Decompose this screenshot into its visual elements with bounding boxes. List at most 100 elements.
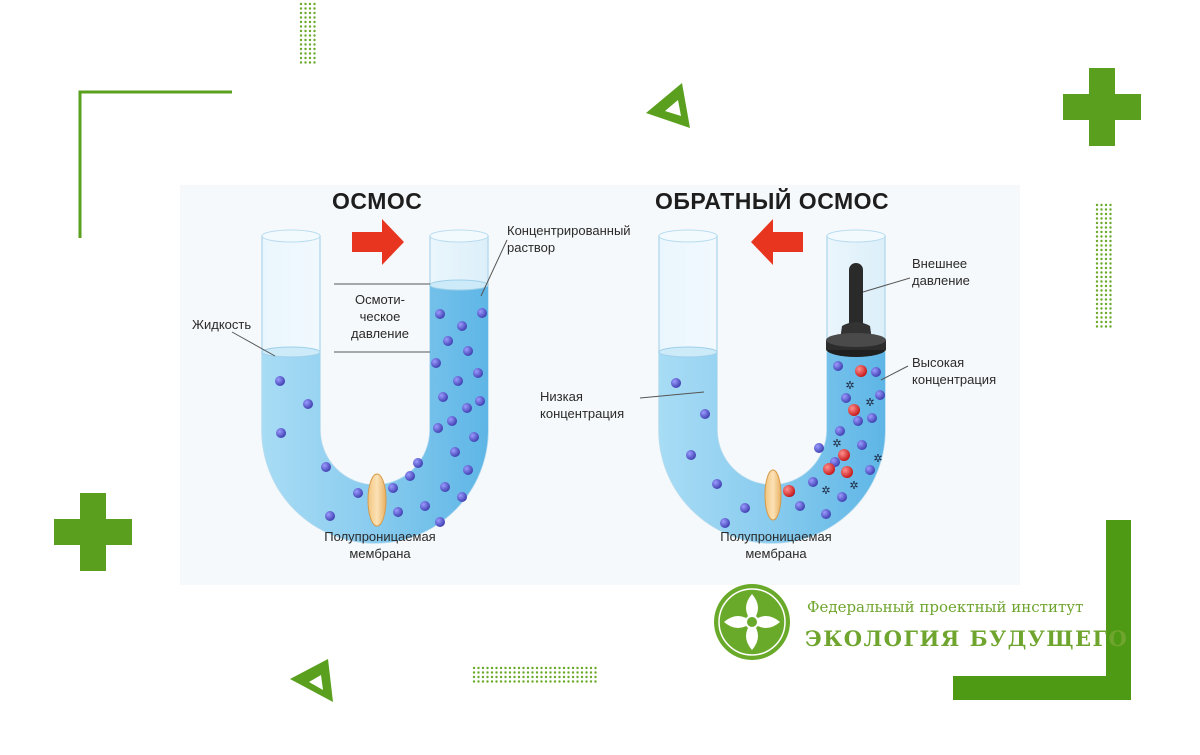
grid-dot: [522, 666, 525, 670]
leader-concentrated: [480, 239, 508, 297]
grid-dot: [1100, 316, 1103, 319]
grid-dot: [562, 675, 566, 679]
grid-dot: [1104, 253, 1108, 256]
grid-dot: [299, 43, 303, 46]
grid-dot: [580, 666, 584, 670]
grid-dot: [495, 680, 498, 683]
grid-dot: [308, 29, 312, 33]
grid-dot: [1109, 275, 1112, 279]
solvent-particle: [405, 471, 415, 481]
grid-dot: [1109, 212, 1112, 216]
solvent-particle: [463, 465, 473, 475]
grid-dot: [1100, 284, 1103, 288]
grid-dot: [1100, 311, 1103, 315]
grid-dot: [1104, 280, 1108, 283]
label-membrane-left-line2: мембрана: [349, 546, 411, 561]
grid-dot: [313, 16, 316, 19]
grid-dot: [504, 671, 507, 674]
grid-dot: [589, 680, 593, 683]
grid-dot: [472, 666, 476, 670]
grid-dot: [1109, 298, 1112, 301]
grid-dot: [1095, 316, 1099, 319]
grid-dot: [1104, 271, 1108, 274]
grid-dot: [481, 680, 485, 683]
grid-dot: [1100, 230, 1103, 234]
grid-dot: [513, 666, 516, 670]
label-osmotic-line2: ческое: [359, 309, 401, 324]
solvent-particle: [321, 462, 331, 472]
grid-dot: [571, 671, 575, 674]
particles-reverse: ✲✲✲✲✲✲: [671, 361, 885, 528]
solvent-particle: [435, 517, 445, 527]
grid-dot: [508, 680, 512, 683]
grid-dot: [1104, 307, 1108, 310]
grid-dot: [299, 25, 303, 28]
grid-dot: [499, 666, 503, 670]
grid-dot: [304, 52, 307, 55]
grid-dot: [535, 675, 539, 679]
solvent-particle: [413, 458, 423, 468]
grid-dot: [1095, 235, 1099, 238]
grid-dot: [1109, 293, 1112, 297]
salt-ion-icon: ✲: [849, 480, 858, 492]
solvent-particle: [833, 361, 843, 371]
solvent-particle: [871, 367, 881, 377]
leader-low-concentration: [639, 391, 705, 399]
grid-dot: [1100, 262, 1103, 265]
grid-dot: [1100, 325, 1103, 328]
solvent-particle: [867, 413, 877, 423]
grid-dot: [1104, 221, 1108, 225]
solvent-particle: [420, 501, 430, 511]
grid-dot: [304, 20, 307, 24]
grid-dot: [1104, 302, 1108, 306]
grid-dot: [486, 680, 489, 683]
grid-dot: [544, 671, 548, 674]
dot-grid-bottom: [472, 666, 597, 683]
solvent-particle: [443, 336, 453, 346]
grid-dot: [1104, 244, 1108, 247]
grid-dot: [531, 666, 534, 670]
grid-dot: [553, 666, 557, 670]
salt-ion-icon: ✲: [845, 380, 854, 392]
grid-dot: [299, 34, 303, 37]
grid-dot: [1104, 248, 1108, 252]
particles-osmosis: [275, 308, 487, 527]
solvent-particle: [431, 358, 441, 368]
grid-dot: [504, 666, 507, 670]
solvent-particle: [353, 488, 363, 498]
grid-dot: [580, 675, 584, 679]
grid-dot: [308, 20, 312, 24]
solvent-particle: [712, 479, 722, 489]
grid-dot: [1095, 262, 1099, 265]
grid-dot: [1104, 311, 1108, 315]
grid-dot: [304, 11, 307, 15]
grid-dot: [1104, 262, 1108, 265]
grid-dot: [1109, 280, 1112, 283]
dot-grid-top: [299, 2, 316, 64]
label-membrane-left-line1: Полупроницаемая: [324, 529, 436, 544]
osmosis-title: ОСМОС: [332, 188, 423, 214]
grid-dot: [594, 675, 597, 679]
solvent-particle: [457, 492, 467, 502]
grid-dot: [1095, 212, 1099, 216]
grid-dot: [1100, 302, 1103, 306]
grid-dot: [540, 671, 543, 674]
grid-dot: [1095, 208, 1099, 211]
label-concentrated-solution: Концентрированный раствор: [507, 222, 631, 256]
triangle-icon-top: [646, 83, 690, 128]
grid-dot: [540, 666, 543, 670]
grid-dot: [549, 680, 552, 683]
label-external-line1: Внешнее: [912, 256, 968, 271]
grid-dot: [1109, 239, 1112, 243]
grid-dot: [522, 671, 525, 674]
grid-dot: [553, 680, 557, 683]
grid-dot: [308, 61, 312, 64]
grid-dot: [562, 671, 566, 674]
grid-dot: [472, 671, 476, 674]
grid-dot: [1100, 289, 1103, 292]
solvent-particle: [275, 376, 285, 386]
grid-dot: [1109, 221, 1112, 225]
grid-dot: [517, 675, 521, 679]
grid-dot: [1104, 316, 1108, 319]
grid-dot: [567, 680, 570, 683]
